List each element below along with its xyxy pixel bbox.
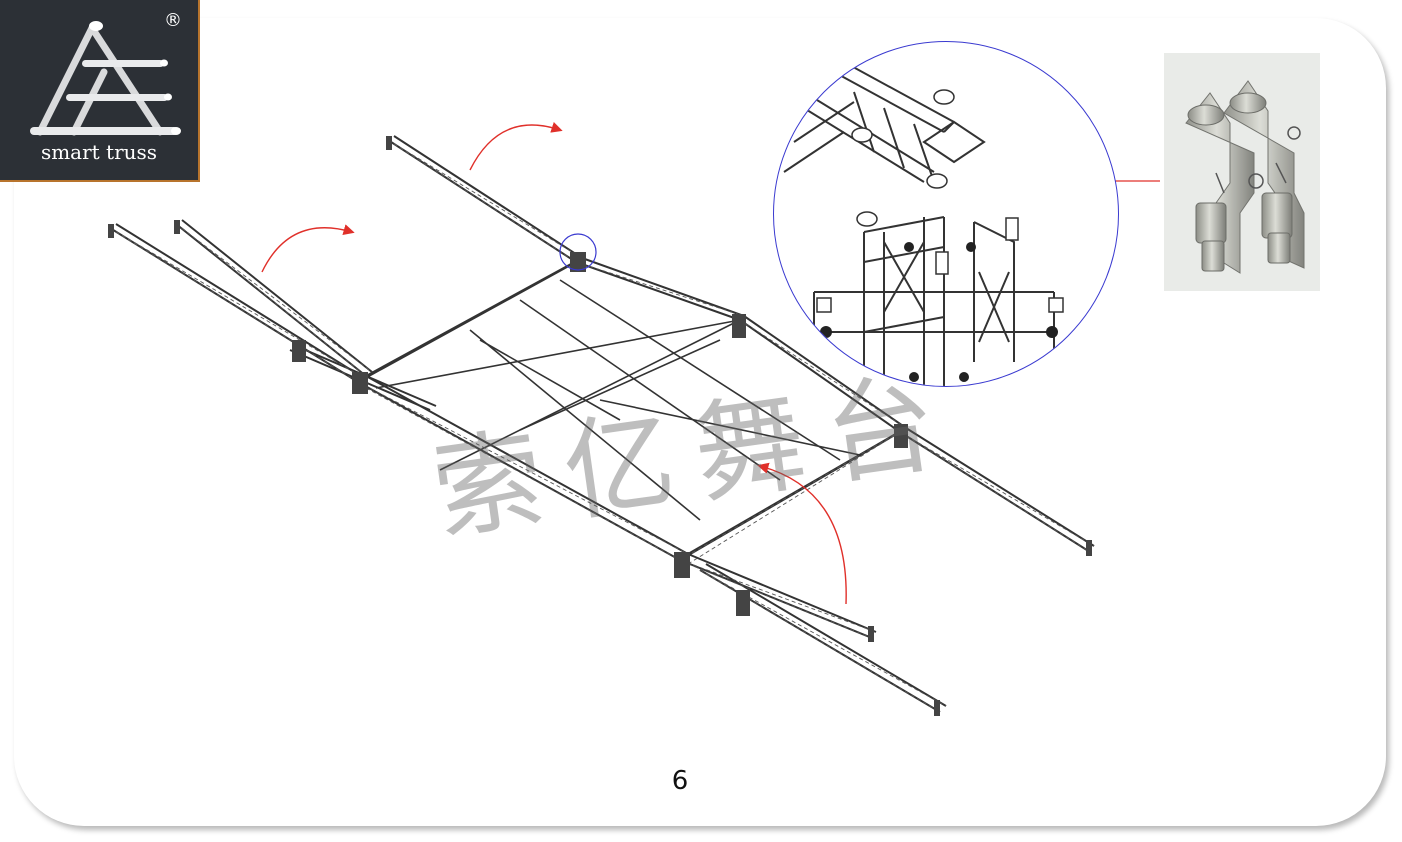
truss-corner-blocks bbox=[108, 136, 1092, 716]
truss-back-right bbox=[739, 315, 907, 433]
corner-block-right bbox=[894, 424, 908, 448]
truss-back-top bbox=[575, 257, 745, 321]
truss-lattice bbox=[109, 139, 1095, 713]
truss-cross-2 bbox=[469, 329, 701, 521]
truss-left-wing-1 bbox=[109, 223, 365, 383]
registered-mark: ® bbox=[164, 10, 182, 31]
page-number: 6 bbox=[671, 766, 689, 796]
rotation-arrow-icon bbox=[469, 122, 563, 171]
end-cap-4 bbox=[1086, 540, 1092, 556]
end-cap-6 bbox=[934, 700, 940, 716]
truss-cross-1 bbox=[375, 319, 741, 389]
end-cap-2 bbox=[174, 220, 180, 234]
brand-logo: ® smart truss bbox=[0, 0, 200, 182]
corner-block-top bbox=[570, 252, 586, 272]
end-cap-3 bbox=[386, 136, 392, 150]
truss-cross-7 bbox=[599, 399, 861, 456]
coupler-photo bbox=[1164, 53, 1320, 291]
brand-name: smart truss bbox=[40, 140, 158, 164]
detail-marker-circle bbox=[559, 233, 597, 271]
truss-cross-3 bbox=[519, 299, 781, 481]
truss-cross-5 bbox=[439, 319, 741, 471]
rotation-arrow-icon bbox=[261, 224, 355, 273]
truss-cross-6 bbox=[519, 339, 721, 431]
end-cap-1 bbox=[108, 224, 114, 238]
detail-zoom-view bbox=[773, 41, 1119, 387]
truss-back-left bbox=[357, 257, 583, 383]
detail-zoom-drawing bbox=[783, 61, 1064, 386]
corner-block-left bbox=[352, 372, 368, 394]
spigot-coupler-icon bbox=[1185, 80, 1305, 274]
truss-cross-4 bbox=[559, 279, 841, 461]
corner-block-left-outer bbox=[292, 340, 306, 362]
corner-block-front bbox=[674, 552, 690, 578]
page-frame bbox=[14, 18, 1386, 826]
corner-block-front-outer bbox=[736, 590, 750, 616]
end-cap-5 bbox=[868, 626, 874, 642]
truss-cross-8 bbox=[479, 339, 621, 421]
smart-truss-logo-icon bbox=[30, 21, 181, 136]
corner-block-back bbox=[732, 314, 746, 338]
rotation-arrow-icon bbox=[757, 462, 847, 605]
